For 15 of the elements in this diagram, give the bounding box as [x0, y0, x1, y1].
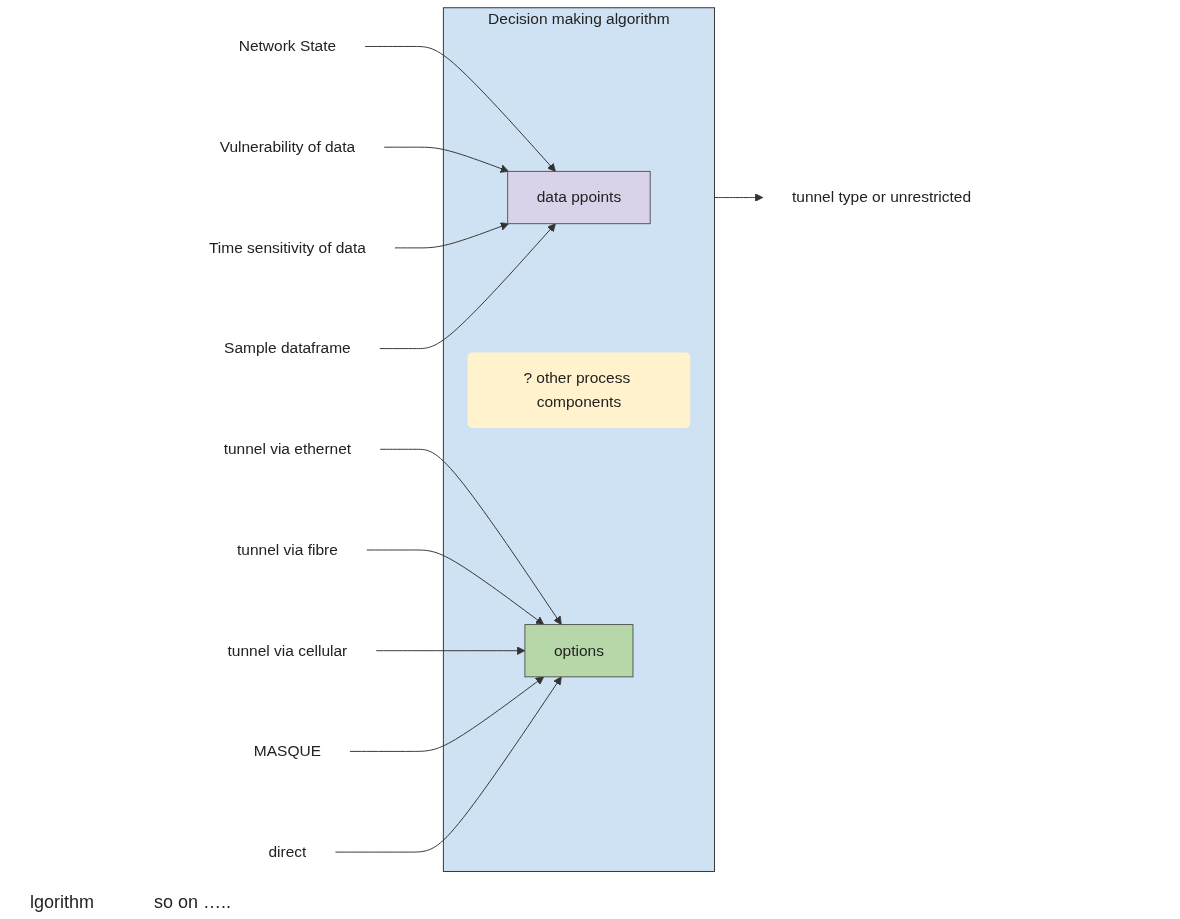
node-text: tunnel via cellular [227, 641, 348, 659]
node-text: tunnel via ethernet [223, 440, 352, 458]
node-text: MASQUE [253, 742, 321, 760]
node-text: Sample dataframe [224, 339, 351, 357]
node-text: tunnel via fibre [237, 541, 338, 558]
node-box: options [524, 624, 634, 678]
node-text: direct [268, 843, 307, 860]
node-box: ? other process components [467, 352, 691, 428]
note-text: so on ….. [154, 892, 232, 913]
node-text: Time sensitivity of data [208, 239, 366, 256]
node-box: data ppoints [507, 170, 651, 225]
node-text: tunnel type or unrestricted [791, 188, 972, 206]
node-text: Vulnerability of data [219, 138, 356, 155]
node-text: Network State [238, 37, 337, 55]
note-text: lgorithm [30, 892, 95, 913]
